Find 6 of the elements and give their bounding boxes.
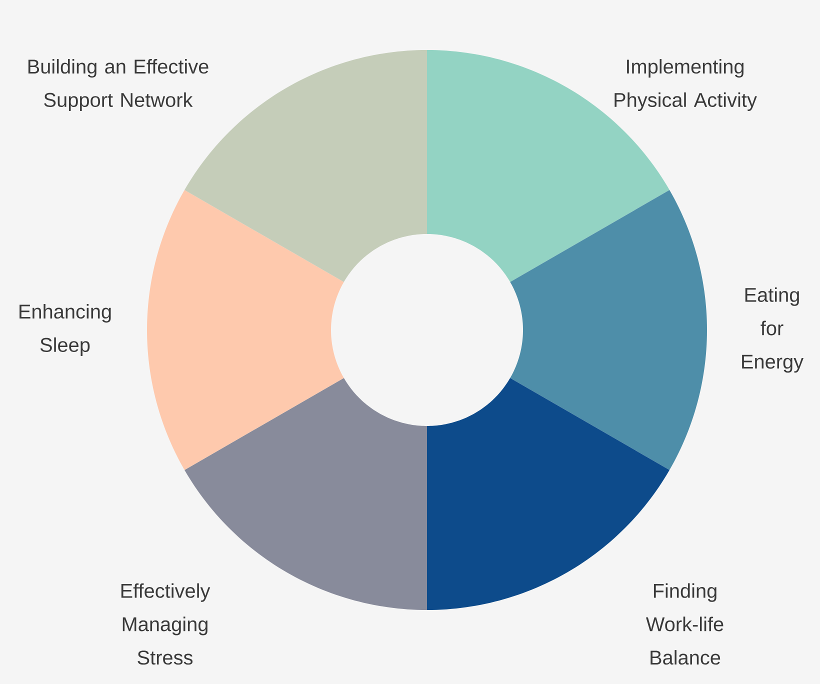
segment-label: Building an Effective Support Network [28, 59, 208, 111]
segment-label: Implementing Physical Activity [614, 59, 757, 111]
segment-label: Enhancing Sleep [20, 304, 111, 356]
segment-label: Effectively Managing Stress [121, 583, 210, 665]
segment-label: Eating for Energy [742, 287, 804, 373]
segment-label: Finding Work-life Balance [646, 583, 724, 665]
